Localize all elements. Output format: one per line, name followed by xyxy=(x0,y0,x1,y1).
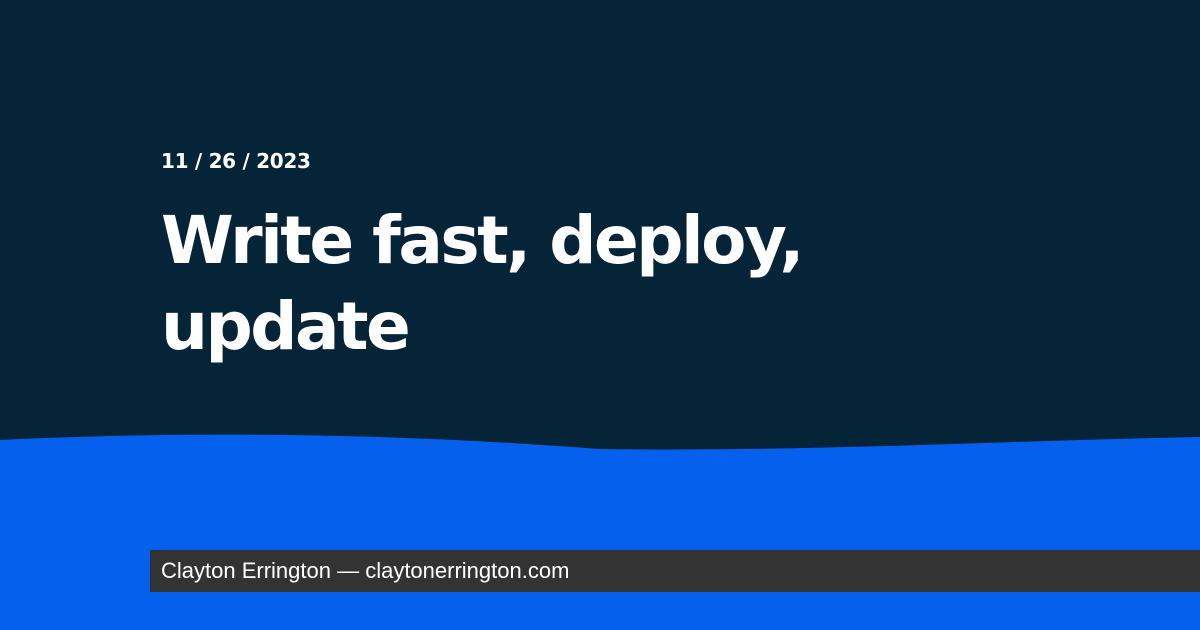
author-byline: Clayton Errington — claytonerrington.com xyxy=(150,550,1200,592)
post-title: Write fast, deploy, update xyxy=(161,202,804,365)
wave-fill xyxy=(0,434,1200,630)
post-date: 11 / 26 / 2023 xyxy=(161,149,311,173)
